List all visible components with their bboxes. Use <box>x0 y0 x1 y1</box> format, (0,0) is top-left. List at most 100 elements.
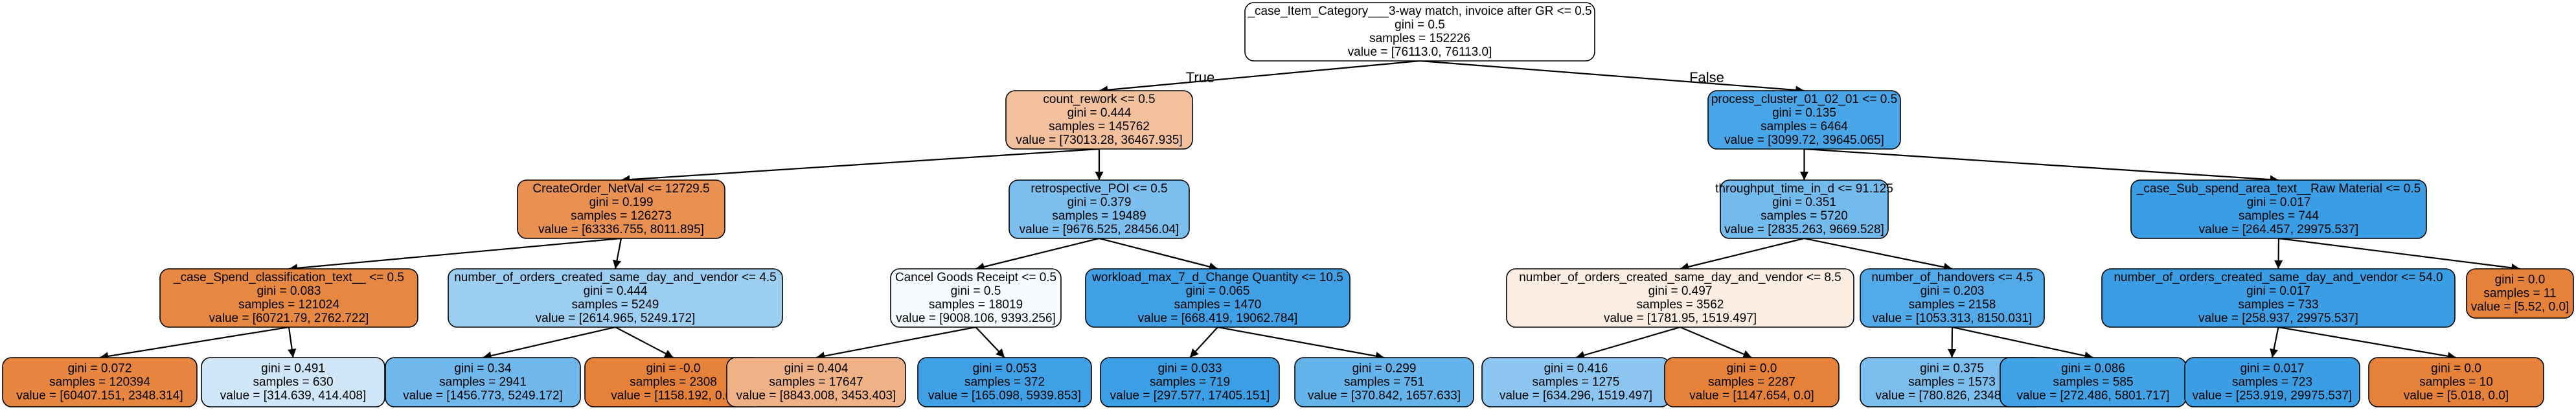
node-box <box>1720 179 1889 239</box>
node-line: samples = 145762 <box>1049 120 1150 133</box>
node-line: gini = 0.0 <box>2495 273 2546 287</box>
node-line: samples = 2308 <box>630 376 717 389</box>
node-box <box>1100 357 1280 407</box>
edge-n1-n2 <box>621 148 1100 184</box>
node-line: samples = 17647 <box>769 376 863 389</box>
edge-n6-n8 <box>615 326 674 358</box>
node-box <box>1860 268 2045 328</box>
node-line: value = [272.486, 5801.717] <box>2016 389 2169 403</box>
node-line: number_of_orders_created_same_day_and_ve… <box>454 271 777 284</box>
node-line: gini = 0.017 <box>2247 196 2311 209</box>
edge-n17-n21 <box>1804 237 1953 271</box>
edge-n21-n22 <box>1948 326 1957 358</box>
node-line: gini = 0.083 <box>257 284 321 298</box>
node-box <box>726 357 906 407</box>
node-line: value = [1053.313, 8150.031] <box>1873 312 2033 325</box>
edge-n10-n12 <box>975 326 1005 358</box>
node-line: samples = 2158 <box>1909 298 1996 312</box>
node-box <box>201 357 385 407</box>
node-box <box>1506 268 1854 328</box>
node-line: samples = 1275 <box>1533 376 1620 389</box>
node-line: gini = 0.017 <box>2246 284 2310 298</box>
node-line: value = [3099.72, 39645.065] <box>1724 133 1884 147</box>
node-box <box>517 179 725 239</box>
node-line: throughput_time_in_d <= 91.125 <box>1715 182 1893 196</box>
edge-n13-n15 <box>1217 326 1385 361</box>
edge-n13-n14 <box>1189 326 1218 358</box>
node-line: value = [314.639, 414.408] <box>220 389 367 403</box>
edge-n16-n24 <box>1804 148 2279 184</box>
node-line: samples = 126273 <box>571 209 672 223</box>
edge-n17-n18 <box>1680 237 1805 271</box>
node-box <box>2466 268 2574 319</box>
node-line: gini = 0.033 <box>1158 362 1222 376</box>
node-line: gini = 0.5 <box>951 284 1001 298</box>
edge-label-true: True <box>1186 69 1214 86</box>
node-line: value = [1456.773, 5249.172] <box>403 389 563 403</box>
node-line: gini = 0.34 <box>454 362 512 376</box>
node-line: samples = 723 <box>2232 376 2312 389</box>
node-line: value = [5.52, 0.0] <box>2471 301 2570 314</box>
edge-n6-n7 <box>483 326 616 360</box>
node-line: samples = 372 <box>964 376 1045 389</box>
node-line: samples = 2941 <box>439 376 527 389</box>
edge-label-false: False <box>1689 69 1724 86</box>
node-box <box>1664 357 1840 407</box>
node-line: samples = 10 <box>2419 376 2493 389</box>
node-line: gini = 0.375 <box>1920 362 1984 376</box>
node-box <box>1005 90 1193 150</box>
node-line: value = [264.457, 29975.537] <box>2199 223 2359 236</box>
node-box <box>1085 268 1351 328</box>
node-line: value = [258.937, 29975.537] <box>2198 312 2358 325</box>
node-line: value = [165.098, 5939.853] <box>928 389 1081 403</box>
node-line: value = [76113.0, 76113.0] <box>1348 45 1492 59</box>
node-line: number_of_orders_created_same_day_and_ve… <box>1519 271 1841 284</box>
tree-node-n18: number_of_orders_created_same_day_and_ve… <box>1506 268 1854 328</box>
node-line: gini = 0.444 <box>1067 106 1132 120</box>
node-line: gini = 0.065 <box>1186 284 1250 298</box>
node-line: value = [297.577, 17405.151] <box>1110 389 1270 403</box>
node-line: value = [8843.008, 3453.403] <box>736 389 896 403</box>
edge-n2-n6 <box>613 238 622 269</box>
tree-node-root: _case_Item_Category___3-way match, invoi… <box>1244 2 1595 62</box>
node-box <box>1244 2 1595 62</box>
node-line: samples = 751 <box>1344 376 1424 389</box>
node-line: number_of_handovers <= 4.5 <box>1871 271 2033 284</box>
node-line: retrospective_POI <= 0.5 <box>1031 182 1167 196</box>
node-line: value = [5.018, 0.0] <box>2404 389 2509 403</box>
node-box <box>385 357 581 407</box>
edge-n18-n20 <box>1680 326 1752 359</box>
node-line: workload_max_7_d_Change Quantity <= 10.5 <box>1091 271 1343 284</box>
edge-n9-n13 <box>1099 237 1218 271</box>
edge-n3-n4 <box>99 326 290 361</box>
node-line: samples = 3562 <box>1637 298 1724 312</box>
node-line: samples = 630 <box>253 376 333 389</box>
tree-node-n3: _case_Spend_classification_text__ <= 0.5… <box>159 268 418 328</box>
node-line: samples = 5249 <box>572 298 659 312</box>
edge-n21-n23 <box>1952 326 2093 360</box>
node-line: Cancel Goods Receipt <= 0.5 <box>895 271 1056 284</box>
edge-labels: True False <box>1186 69 1724 86</box>
node-box <box>1009 179 1190 239</box>
node-line: samples = 6464 <box>1761 120 1848 133</box>
node-line: gini = 0.491 <box>261 362 325 376</box>
